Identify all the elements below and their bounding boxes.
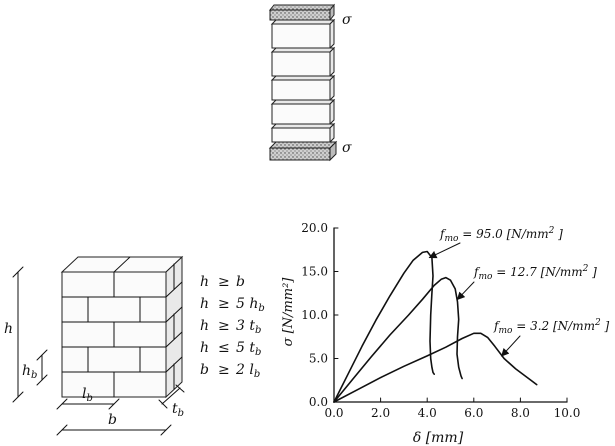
dimension-b: b <box>56 412 172 436</box>
series-label-3: fmo = 3.2 [N/mm2 ] <box>493 318 610 336</box>
x-tick-label: 2.0 <box>371 406 390 420</box>
geometry-conditions: h≥b h≥5 hb h≥3 tb h≤5 tb b≥2 lb <box>200 274 265 380</box>
y-tick-label: 0.0 <box>309 395 328 409</box>
brick-courses <box>61 263 183 398</box>
wall-specimen-diagram: h hb lb b tb h≥bh <box>4 255 265 436</box>
stress-top-label: σ <box>342 12 352 28</box>
y-tick-label: 5.0 <box>309 352 328 366</box>
chart-annotations: fmo = 95.0 [N/mm2 ] fmo = 12.7 [N/mm2 ] fm… <box>428 226 610 357</box>
dimension-h: h <box>4 266 24 403</box>
dim-tb-label: tb <box>172 401 184 419</box>
series-curve-1 <box>333 250 435 403</box>
y-tick-label: 20.0 <box>301 221 328 235</box>
prism-unit <box>270 74 336 102</box>
dim-h-label: h <box>4 321 13 337</box>
bottom-loading-plate <box>268 140 338 162</box>
prism-unit <box>270 122 336 144</box>
top-loading-plate <box>268 3 336 22</box>
series-leader-arrow-1 <box>428 242 461 259</box>
series-curve-2 <box>333 276 463 403</box>
x-tick-label: 0.0 <box>324 406 343 420</box>
prism-unit <box>270 46 336 78</box>
condition-row: h≥b <box>200 274 245 290</box>
stress-bottom-label: σ <box>342 140 352 156</box>
x-tick-label: 10.0 <box>554 406 581 420</box>
series-leader-arrow-2 <box>456 281 475 301</box>
stress-displacement-chart: 0.0 2.0 4.0 6.0 8.0 10.0 0.0 5.0 10.0 15.0 20.0 fm… <box>281 221 610 446</box>
series-leader-arrow-3 <box>501 335 521 357</box>
masonry-prism <box>270 18 336 144</box>
y-axis-label: σ [N/mm²] <box>281 277 296 347</box>
series-label-1: fmo = 95.0 [N/mm2 ] <box>439 226 563 244</box>
condition-row: h≥5 hb <box>200 296 265 314</box>
x-tick-label: 6.0 <box>464 406 483 420</box>
series-curve-3 <box>333 332 538 403</box>
dim-b-label: b <box>108 412 117 428</box>
chart-ticks: 0.0 2.0 4.0 6.0 8.0 10.0 0.0 5.0 10.0 15.0 20.0 <box>301 221 580 420</box>
prism-unit <box>270 18 336 50</box>
x-tick-label: 4.0 <box>418 406 437 420</box>
dimension-tb: tb <box>158 384 185 419</box>
prism-unit <box>270 98 336 126</box>
x-axis-label: δ [mm] <box>413 430 464 446</box>
y-tick-label: 10.0 <box>301 308 328 322</box>
prism-test-diagram: σ σ <box>268 3 352 162</box>
dim-lb-label: lb <box>82 386 93 404</box>
y-tick-label: 15.0 <box>301 265 328 279</box>
dimension-lb: lb <box>56 386 120 410</box>
x-tick-label: 8.0 <box>511 406 530 420</box>
condition-row: b≥2 lb <box>200 362 260 380</box>
condition-row: h≤5 tb <box>200 340 261 358</box>
dim-hb-label: hb <box>22 363 37 381</box>
dimension-hb: hb <box>22 349 48 386</box>
chart-axes <box>333 227 568 403</box>
condition-row: h≥3 tb <box>200 318 261 336</box>
series-label-2: fmo = 12.7 [N/mm2 ] <box>473 264 597 282</box>
